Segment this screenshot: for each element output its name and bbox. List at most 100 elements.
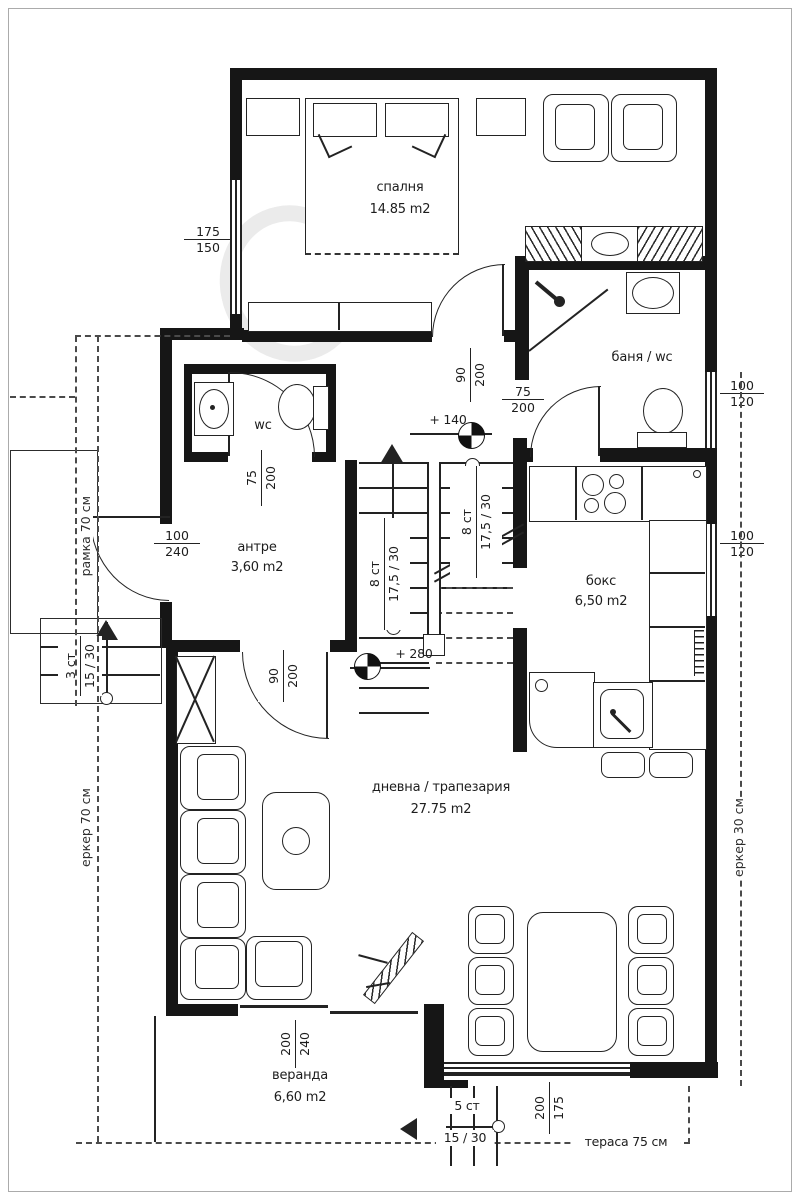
coffee-table <box>262 792 330 890</box>
wall-hall-living-right <box>330 640 345 652</box>
dressing-table <box>581 226 639 262</box>
stove-burner <box>584 498 599 513</box>
veranda-edge <box>154 1016 156 1142</box>
overhang-line-side <box>10 396 75 398</box>
dining-chair <box>468 906 514 954</box>
nightstand <box>246 98 300 136</box>
wall-living-bottom-left <box>166 1004 238 1016</box>
counter-divider <box>649 626 705 628</box>
bath-sink <box>626 272 680 314</box>
living-area: 27.75 m2 <box>410 802 472 817</box>
wall-bottom-right <box>630 1062 718 1078</box>
shower-head-icon <box>554 296 565 307</box>
counter-divider <box>575 466 577 520</box>
counter-divider <box>641 466 643 520</box>
stair-stringer <box>427 462 441 638</box>
overhang-line-right <box>740 372 742 1086</box>
ext-stair-guide <box>446 1126 496 1128</box>
wall-top <box>230 68 717 80</box>
wall-step-out <box>160 328 244 340</box>
wall-hall-living-left <box>172 640 240 652</box>
kitchen-area: 6,50 m2 <box>574 594 628 609</box>
veranda-name: веранда <box>272 1068 328 1083</box>
bed-pillow <box>385 103 449 137</box>
armchair <box>611 94 677 162</box>
terrace-label: тераса 75 см <box>572 1134 680 1150</box>
stair-dashed-tread <box>436 612 513 614</box>
overhang-line-top <box>75 335 230 337</box>
entry-door-leaf <box>90 516 170 518</box>
kitchen-sink <box>593 682 653 748</box>
cabinet-knob <box>693 470 701 478</box>
kitchen-window <box>705 524 717 616</box>
level-floor-marker <box>354 653 381 680</box>
wall-right-mid <box>705 448 717 524</box>
wc-name: wc <box>254 418 272 433</box>
bathroom-door-leaf <box>598 386 600 456</box>
terrace-boundary-right <box>688 1086 690 1144</box>
sofa-seat <box>180 874 246 938</box>
stair-up-arrow <box>380 444 404 464</box>
wc-toilet-tank <box>313 386 329 430</box>
sofa-seat <box>180 810 246 874</box>
bathroom-window <box>705 372 717 448</box>
bath-toilet-bowl <box>643 388 683 434</box>
bedroom-name: спалня <box>376 180 424 195</box>
wall-bath-bottom <box>600 448 717 462</box>
ext-stair-guide-end <box>492 1120 505 1133</box>
ext-stair-rise: 15 / 30 <box>436 1130 494 1146</box>
wall-kitchen-left-lower <box>513 628 527 752</box>
wall-left-below-entry <box>160 602 172 648</box>
wall-left-hall <box>160 328 172 524</box>
sofa-seat <box>246 936 312 1000</box>
kitchen-counter-corner <box>529 672 595 748</box>
wc-toilet-bowl <box>278 384 316 430</box>
hall-area: 3,60 m2 <box>230 560 284 575</box>
ext-stair-arrow <box>400 1118 417 1140</box>
level-floor-label: + 280 <box>395 646 433 661</box>
stair-dashed-tread <box>436 662 513 664</box>
wall-hall-stair <box>345 460 357 652</box>
counter-divider <box>649 572 705 574</box>
hall-name: антре <box>237 540 277 555</box>
wall-dining-left-foot <box>424 1080 468 1088</box>
wall-bedroom-left-upper <box>230 68 242 180</box>
veranda-door-panel <box>330 1011 418 1014</box>
veranda-door-panel <box>240 1005 328 1008</box>
porch-guide-end <box>100 692 113 705</box>
stair-dashed-tread <box>436 637 513 639</box>
wall-bath-left <box>515 256 529 380</box>
dining-chair <box>468 957 514 1005</box>
wall-right-lower <box>705 616 717 1078</box>
low-closet <box>248 302 432 332</box>
wall-kitchen-left-upper <box>513 438 527 568</box>
bar-stool <box>649 752 693 778</box>
wall-wc-bottom-right <box>312 452 336 462</box>
counter-divider <box>649 680 705 682</box>
bathroom-name: баня / wc <box>611 350 673 365</box>
bay-left-annotation: еркер 70 см <box>78 788 93 867</box>
level-floor-line <box>350 667 430 669</box>
wardrobe-section <box>637 226 703 262</box>
dining-chair <box>628 1008 674 1056</box>
dining-table <box>527 912 617 1052</box>
wall-wc-right <box>326 364 336 462</box>
overhang-line-left <box>97 336 99 1142</box>
bath-toilet-tank <box>637 432 687 448</box>
stair-newel-post <box>423 634 445 656</box>
stove-burner <box>604 492 626 514</box>
level-landing-marker <box>458 422 485 449</box>
overhang-line-left-inner <box>75 336 77 706</box>
